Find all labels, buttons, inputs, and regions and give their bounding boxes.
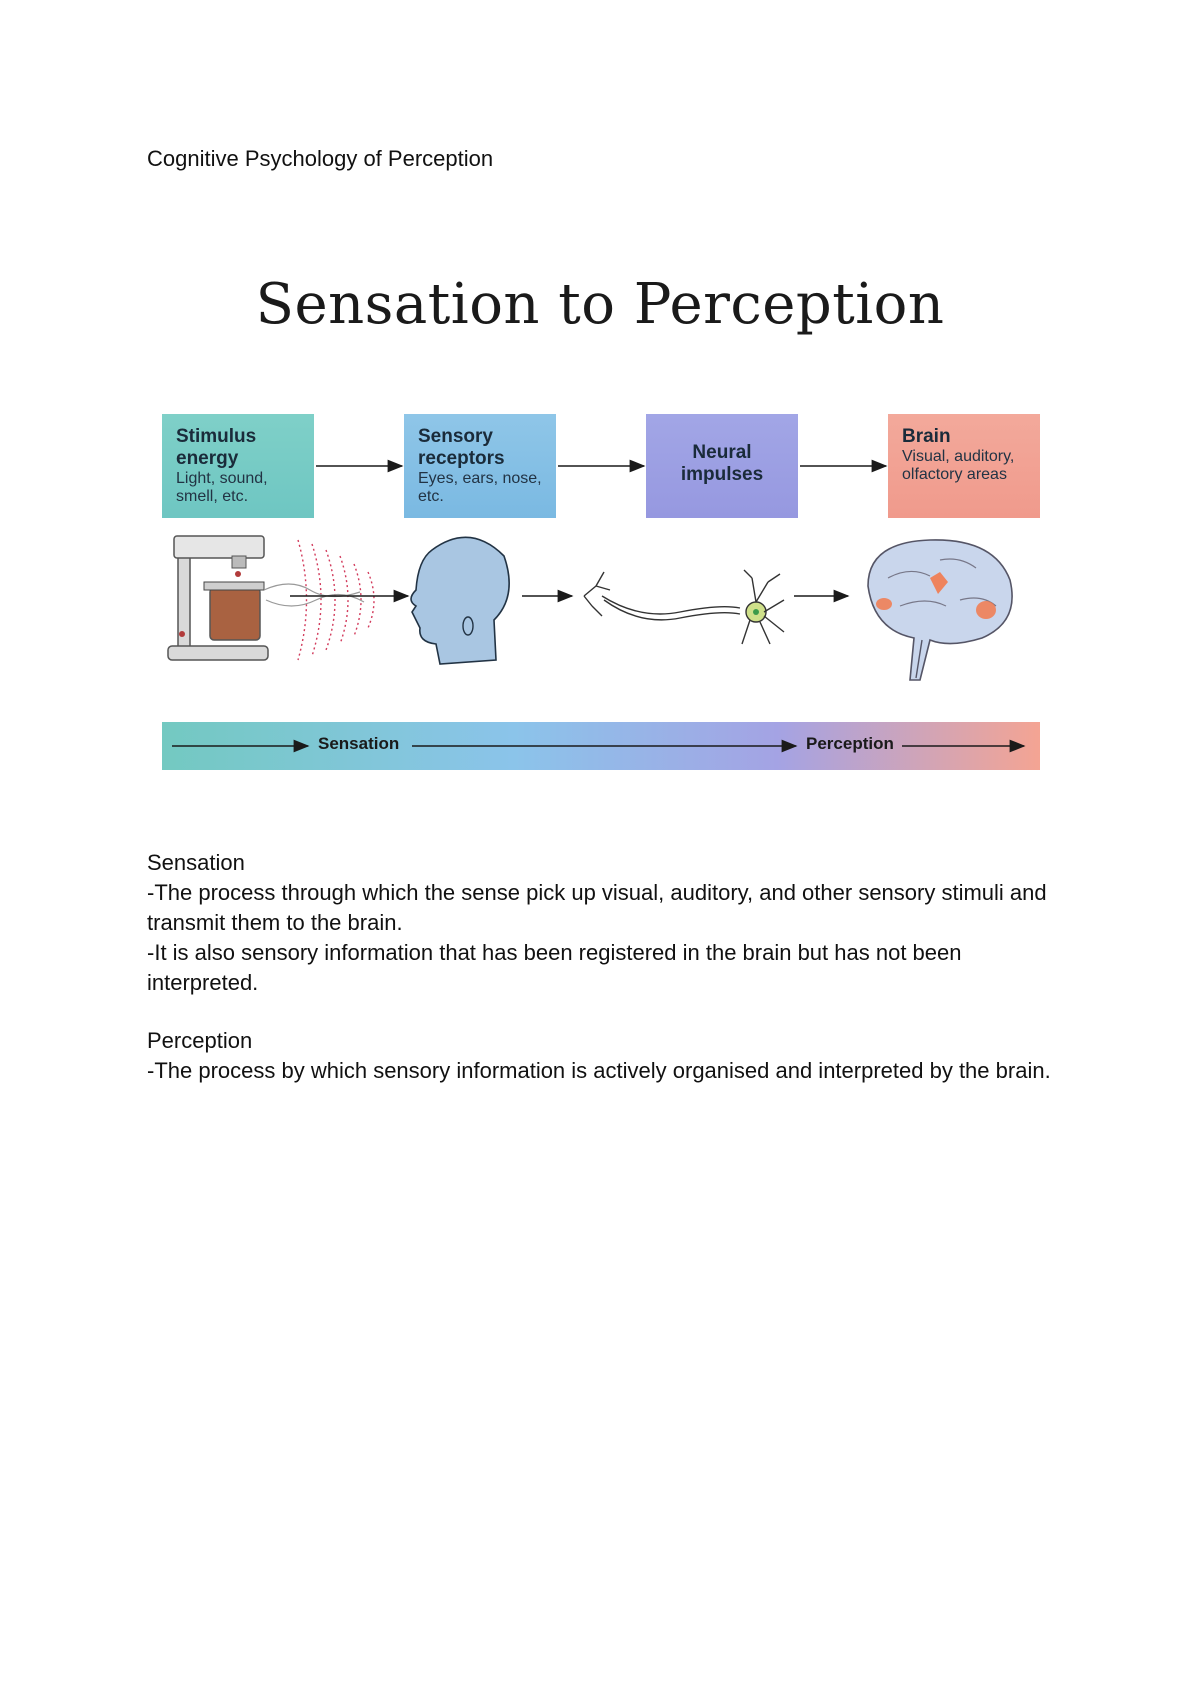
- stage-name: Sensory receptors: [418, 426, 505, 469]
- sensation-perception-figure: Sensation to Perception Stimulus energy …: [140, 260, 1060, 780]
- section-line: -The process by which sensory informatio…: [147, 1058, 1051, 1083]
- band-label-perception: Perception: [806, 734, 894, 753]
- stage-desc: Visual, auditory, olfactory areas: [902, 447, 1015, 484]
- sensation-perception-band: Sensation Perception: [162, 722, 1040, 770]
- section-line: -It is also sensory information that has…: [147, 940, 962, 995]
- document-header: Cognitive Psychology of Perception: [147, 146, 494, 171]
- section-heading: Sensation: [147, 850, 245, 875]
- section-sensation: Sensation -The process through which the…: [147, 848, 1077, 998]
- band-label-sensation: Sensation: [318, 734, 400, 753]
- stage-desc: Light, sound, smell, etc.: [176, 469, 268, 506]
- stage-stimulus-energy: Stimulus energy Light, sound, smell, etc…: [162, 414, 314, 518]
- section-line: -The process through which the sense pic…: [147, 880, 1047, 935]
- stage-brain: Brain Visual, auditory, olfactory areas: [888, 414, 1040, 518]
- stage-desc: Eyes, ears, nose, etc.: [418, 469, 542, 506]
- stage-neural-impulses: Neural impulses: [646, 414, 798, 518]
- section-heading: Perception: [147, 1028, 253, 1053]
- stage-name: Brain: [902, 426, 951, 447]
- band-arrows: [172, 739, 1026, 753]
- stage-name: Stimulus energy: [176, 426, 257, 469]
- head-icon: [410, 536, 510, 665]
- smell-wisps-icon: [263, 583, 365, 607]
- section-perception: Perception -The process by which sensory…: [147, 1026, 1077, 1086]
- neuron-icon: [583, 569, 785, 645]
- stimulus-waves-icon: [297, 539, 375, 661]
- stage-name: Neural impulses: [680, 442, 764, 485]
- coffee-maker-icon: [167, 535, 269, 661]
- flow-arrows: [167, 459, 1013, 681]
- brain-icon: [867, 539, 1013, 681]
- figure-title: Sensation to Perception: [255, 272, 945, 337]
- stage-sensory-receptors: Sensory receptors Eyes, ears, nose, etc.: [404, 414, 556, 518]
